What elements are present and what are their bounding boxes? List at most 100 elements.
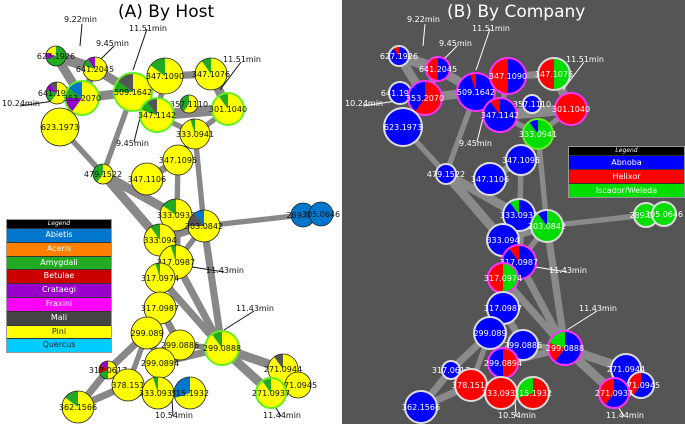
node[interactable]: 315.1932	[171, 376, 209, 410]
node[interactable]: 623.1973	[40, 107, 80, 147]
node[interactable]: 317.0617	[432, 360, 470, 380]
node[interactable]: 333.0939	[139, 376, 177, 410]
node[interactable]: 333.0933	[500, 198, 538, 232]
node[interactable]: 299.0886	[504, 329, 542, 361]
node-slice	[145, 348, 175, 378]
node[interactable]: 271.0945	[622, 371, 660, 399]
node[interactable]: 299.089	[130, 316, 164, 350]
node[interactable]: 641.2045	[419, 56, 457, 82]
node-label: 317.0617	[432, 366, 470, 375]
node[interactable]: 353.2070	[63, 80, 101, 116]
time-annotation: 9.45min	[96, 39, 129, 48]
node-label: 479.1522	[427, 170, 465, 179]
node[interactable]: 305.0646	[302, 201, 340, 227]
node[interactable]: 347.1090	[489, 57, 527, 95]
node[interactable]: 357.1110	[513, 94, 551, 114]
node-slice	[87, 57, 95, 69]
node-slice	[92, 164, 103, 183]
time-annotation: 11.44min	[263, 411, 301, 420]
node[interactable]: 347.1076	[535, 57, 573, 91]
node-slice	[415, 81, 443, 115]
node-slice	[485, 377, 517, 409]
node-slice	[455, 369, 487, 401]
node-outline	[173, 376, 207, 410]
node[interactable]: 315.1932	[514, 376, 552, 410]
node[interactable]: 347.1095	[159, 144, 197, 176]
node[interactable]: 333.0941	[519, 118, 557, 150]
node[interactable]: 299.0888	[546, 330, 584, 366]
node[interactable]: 347.1090	[146, 57, 184, 95]
node-outline	[164, 329, 196, 361]
node-label: 271.0945	[279, 381, 317, 390]
node[interactable]: 303.0842	[185, 209, 223, 243]
legend-item-aceris: Aceris	[7, 241, 111, 256]
node-slice	[393, 46, 399, 56]
node-outline	[388, 45, 410, 67]
node-label: 353.2070	[406, 94, 444, 103]
node-slice	[262, 378, 271, 393]
node[interactable]: 299.0888	[203, 330, 241, 366]
node-slice	[517, 377, 533, 398]
node[interactable]: 347.1142	[138, 97, 176, 133]
node[interactable]: 641.1936	[38, 81, 76, 105]
node-slice	[188, 213, 204, 226]
node[interactable]: 509.1642	[113, 72, 153, 112]
edge	[200, 222, 226, 352]
node[interactable]: 333.0933	[157, 198, 195, 232]
time-annotation: 10.24min	[2, 99, 40, 108]
node[interactable]: 641.2045	[76, 56, 114, 82]
node-slice	[291, 203, 315, 227]
node[interactable]: 317.0617	[89, 360, 127, 380]
node-outline	[308, 201, 334, 227]
node[interactable]: 362.1566	[402, 390, 440, 424]
node-label: 315.1932	[171, 389, 209, 398]
node[interactable]: 299.0886	[161, 329, 199, 361]
node[interactable]: 347.1106	[128, 162, 166, 196]
node[interactable]: 623.1973	[383, 107, 423, 147]
node-outline	[98, 360, 118, 380]
node[interactable]: 271.0937	[595, 377, 633, 409]
node[interactable]: 305.0646	[645, 201, 683, 227]
node[interactable]: 627.1926	[37, 45, 75, 67]
node-outline	[194, 57, 228, 91]
node[interactable]: 509.1642	[456, 72, 496, 112]
node[interactable]: 378.151	[111, 368, 145, 402]
node[interactable]: 347.1106	[471, 162, 509, 196]
node[interactable]: 353.2070	[406, 80, 444, 116]
node[interactable]: 347.1142	[481, 97, 519, 133]
node[interactable]: 317.0987	[141, 291, 179, 325]
node[interactable]: 347.1095	[502, 144, 540, 176]
node-slice	[165, 330, 195, 360]
node[interactable]: 357.1110	[170, 94, 208, 114]
node[interactable]: 479.1522	[427, 163, 465, 185]
node-slice	[523, 95, 541, 113]
node[interactable]: 479.1522	[84, 163, 122, 185]
node-slice	[114, 80, 133, 92]
node[interactable]: 299.089	[473, 316, 507, 350]
node-slice	[41, 108, 79, 146]
node[interactable]: 271.0937	[252, 377, 290, 409]
node[interactable]: 333.0941	[176, 118, 214, 150]
node-slice	[548, 342, 565, 362]
node-label: 333.094	[143, 236, 176, 245]
node[interactable]: 271.0945	[279, 371, 317, 399]
node-outline	[473, 316, 507, 350]
node-label: 315.1932	[514, 389, 552, 398]
node-label: 623.1973	[41, 123, 79, 132]
time-annotation: 11.43min	[206, 266, 244, 275]
node-slice	[538, 58, 554, 90]
node[interactable]: 303.0842	[528, 209, 566, 243]
node-label: 641.1936	[38, 89, 76, 98]
node-slice	[97, 164, 113, 184]
node[interactable]: 301.1040	[552, 92, 590, 126]
node[interactable]: 347.1076	[192, 57, 230, 91]
node-label: 347.1142	[481, 111, 519, 120]
annotation-pointer	[133, 117, 141, 143]
node[interactable]: 627.1926	[380, 45, 418, 67]
node-label: 347.1106	[471, 175, 509, 184]
node-slice	[150, 58, 165, 76]
node[interactable]: 301.1040	[209, 92, 247, 126]
panel-a-title: (A) By Host	[118, 2, 215, 22]
node[interactable]: 362.1566	[59, 390, 97, 424]
